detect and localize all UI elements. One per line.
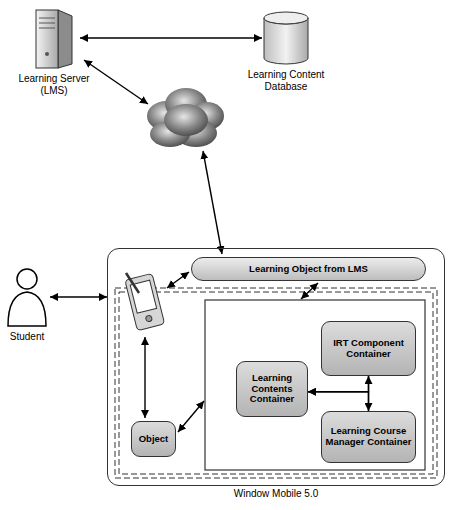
box-label: Learning Contents Container — [240, 373, 304, 406]
link-arrow — [301, 283, 318, 299]
node-label: Learning Server (LMS) — [9, 73, 99, 96]
box-label: Object — [139, 434, 169, 445]
object-box: Object — [131, 421, 176, 457]
cloud-network — [147, 88, 224, 147]
connector-arrow — [80, 37, 262, 38]
server-icon: Learning Server (LMS) — [28, 4, 80, 70]
container-box: Learning Contents Container — [236, 361, 308, 417]
connector-arrow — [368, 376, 369, 411]
box-label: Learning Course Manager Container — [325, 426, 412, 448]
stylus — [126, 273, 139, 293]
object-bar: Learning Object from LMS — [191, 257, 426, 281]
link-arrow — [178, 401, 204, 432]
box-label: IRT Component Container — [325, 338, 412, 360]
link-arrow — [167, 272, 189, 288]
actor-icon: Student — [4, 266, 50, 328]
platform-frame: Window Mobile 5.0Learning Object from LM… — [107, 248, 445, 486]
container-boundary — [205, 300, 425, 470]
connector-arrow — [50, 296, 107, 297]
node-label: Student — [0, 331, 62, 343]
database-cylinder: Learning Content Database — [262, 10, 310, 66]
node-label: Window Mobile 5.0 — [176, 488, 376, 500]
container-box: Learning Course Manager Container — [321, 411, 416, 463]
node-label: Learning Content Database — [231, 69, 341, 92]
db-shape — [262, 10, 310, 66]
link-arrow — [144, 337, 145, 418]
server-shape — [28, 4, 80, 70]
network-arrow — [84, 60, 148, 104]
box-label: Learning Object from LMS — [249, 264, 368, 275]
connector-arrow — [308, 376, 369, 392]
connector-arrow — [308, 392, 369, 411]
person-shape — [4, 266, 50, 328]
pda-device — [125, 273, 165, 330]
container-box: IRT Component Container — [321, 321, 416, 376]
dashed-boundary — [119, 292, 433, 474]
network-arrow — [203, 151, 222, 254]
